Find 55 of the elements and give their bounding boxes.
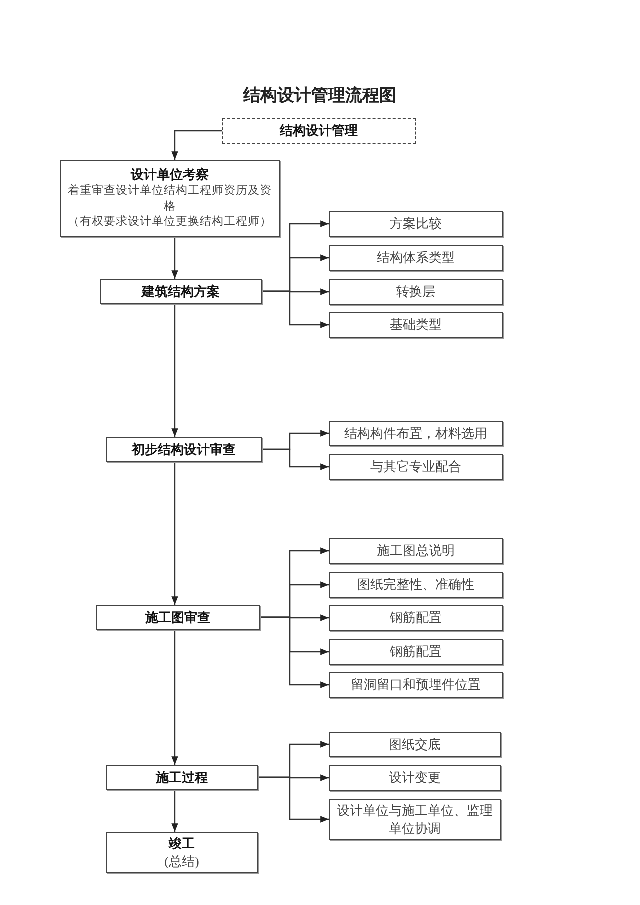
arrow — [172, 462, 178, 605]
dashed-box — [222, 118, 416, 144]
arrow — [172, 130, 222, 160]
box-note: (总结) — [164, 852, 200, 870]
process-box — [106, 832, 258, 873]
box-text: 设计单位与施工单位、监理单位协调 — [336, 802, 494, 838]
arrow — [172, 237, 178, 279]
box-note: 着重审查设计单位结构工程师资历及资格 — [67, 184, 273, 215]
process-box — [329, 312, 503, 338]
box-text: 施工图总说明 — [377, 542, 455, 560]
arrow — [260, 616, 329, 688]
process-box — [329, 211, 503, 237]
box-text: 初步结构设计审查 — [132, 440, 236, 458]
process-box — [329, 421, 503, 446]
box-text: 设计变更 — [389, 769, 441, 787]
process-box — [106, 765, 258, 790]
process-box — [100, 279, 262, 304]
arrow — [172, 790, 178, 832]
process-box — [329, 454, 503, 480]
process-box — [329, 799, 501, 840]
process-box — [329, 605, 503, 631]
title: 结构设计管理流程图 — [242, 85, 398, 107]
box-text: 结构体系类型 — [377, 249, 455, 267]
process-box — [329, 245, 503, 271]
box-text: 竣工 — [169, 834, 195, 852]
process-box — [329, 572, 503, 598]
box-text: 施工过程 — [156, 768, 208, 786]
process-box — [329, 732, 501, 757]
box-text: 转换层 — [396, 283, 436, 301]
box-text: 方案比较 — [390, 215, 442, 233]
process-box — [329, 765, 501, 791]
arrow — [262, 290, 329, 328]
box-note: （有权要求设计单位更换结构工程师） — [68, 215, 272, 230]
box-text: 钢筋配置 — [390, 609, 442, 627]
process-box — [329, 672, 503, 698]
process-box — [329, 279, 503, 305]
process-box — [329, 538, 503, 564]
box-text: 结构构件布置，材料选用 — [344, 424, 488, 442]
box-text: 基础类型 — [390, 316, 442, 334]
box-text: 设计单位考察 — [131, 166, 209, 184]
arrow — [172, 630, 178, 765]
box-text: 结构设计管理 — [280, 122, 358, 140]
box-text: 与其它专业配合 — [370, 458, 462, 476]
box-text: 建筑结构方案 — [142, 282, 220, 300]
box-text: 图纸交底 — [389, 736, 441, 754]
process-box — [329, 639, 503, 665]
process-box — [106, 437, 262, 462]
box-text: 施工图审查 — [146, 608, 210, 626]
process-box — [60, 160, 280, 237]
arrow — [258, 776, 329, 823]
box-text: 钢筋配置 — [390, 643, 442, 661]
box-text: 留洞留口和预埋件位置 — [351, 676, 481, 694]
box-text: 图纸完整性、准确性 — [358, 576, 474, 594]
process-box — [96, 605, 260, 630]
arrow — [172, 304, 178, 437]
